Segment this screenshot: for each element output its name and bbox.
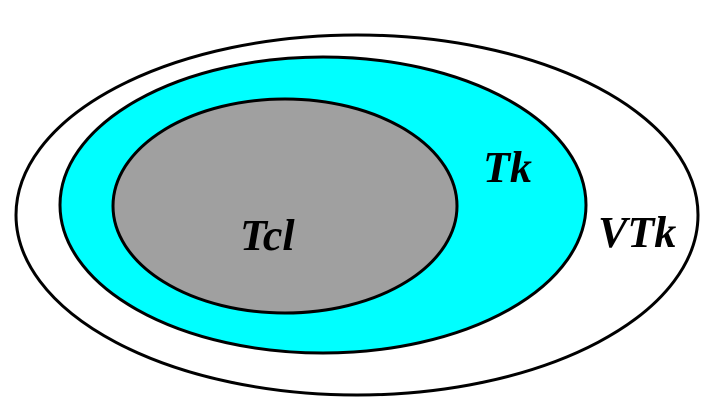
- set-tcl-region: [111, 97, 459, 315]
- set-tcl: [111, 97, 459, 315]
- set-label-tcl: Tcl: [240, 211, 295, 260]
- set-label-vtk: VTk: [598, 208, 676, 257]
- set-label-tk: Tk: [483, 143, 532, 192]
